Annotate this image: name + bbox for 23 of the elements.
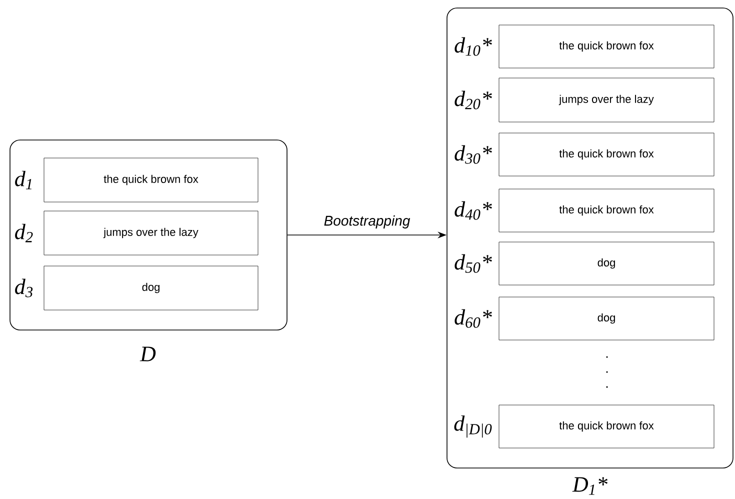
record-box: dog	[498, 242, 714, 286]
node-label: D$_{1}$*	[572, 477, 608, 495]
row-label: d$_{1}$	[15, 170, 32, 190]
node-label: D	[140, 346, 156, 362]
record-box: the quick brown fox	[44, 158, 258, 202]
record-box: dog	[498, 296, 714, 340]
record-box: the quick brown fox	[498, 188, 714, 232]
edge-label: Bootstrapping	[324, 215, 410, 228]
row-label: d$_{60}$*	[454, 309, 492, 328]
record-box: the quick brown fox	[498, 404, 714, 448]
record-box: dog	[44, 266, 258, 310]
row-label: d$_{|D|0}$	[454, 415, 492, 438]
record-box: jumps over the lazy	[498, 78, 714, 122]
row-label: d$_{3}$	[15, 278, 33, 298]
row-label: d$_{50}$*	[454, 254, 492, 273]
record-box: the quick brown fox	[498, 132, 714, 176]
row-label: d$_{40}$*	[454, 201, 492, 220]
row-label: d$_{2}$	[15, 224, 33, 242]
record-box: the quick brown fox	[498, 24, 714, 68]
row-label: d$_{20}$*	[454, 90, 492, 110]
record-box: jumps over the lazy	[44, 210, 258, 256]
row-label: d$_{30}$*	[454, 145, 492, 164]
row-label: d$_{10}$*	[454, 37, 492, 56]
